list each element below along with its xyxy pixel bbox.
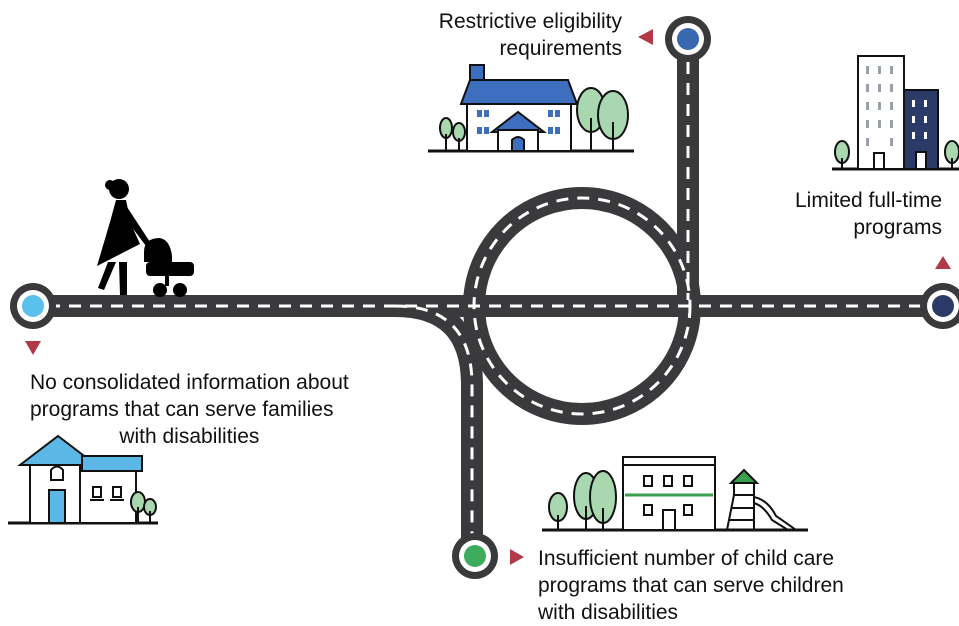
insufficient-label-line: Insufficient number of child care <box>538 547 835 570</box>
road-network <box>19 29 951 566</box>
arrow-right-icon <box>510 549 524 565</box>
information-label-line: programs that can serve families <box>30 398 334 421</box>
full-time-label-line: programs <box>853 216 943 239</box>
full-time-label-line: Limited full-time <box>795 189 943 212</box>
arrow-up-icon <box>935 256 951 269</box>
stop-marker-eligibility <box>665 16 711 62</box>
child-care-center-icon <box>542 456 808 532</box>
woman-with-stroller-icon <box>97 179 194 297</box>
house-icon <box>428 64 634 153</box>
small-house-icon <box>8 434 158 525</box>
eligibility-label-line: requirements <box>499 37 622 60</box>
eligibility-label: Restrictive eligibility requirements <box>439 8 622 62</box>
stop-marker-start <box>10 283 56 329</box>
stop-marker-full-time <box>920 283 959 329</box>
eligibility-label-line: Restrictive eligibility <box>438 10 622 33</box>
insufficient-label-line: with disabilities <box>538 601 679 624</box>
arrow-left-icon <box>638 29 653 45</box>
information-label: No consolidated information about progra… <box>30 369 349 450</box>
arrow-down-icon <box>25 341 41 355</box>
insufficient-label: Insufficient number of child care progra… <box>538 545 844 626</box>
information-label-line: No consolidated information about <box>30 371 349 394</box>
information-label-line: with disabilities <box>119 425 260 448</box>
insufficient-label-line: programs that can serve children <box>538 574 844 597</box>
full-time-label: Limited full-time programs <box>795 187 942 241</box>
apartment-buildings-icon <box>832 55 959 171</box>
stop-marker-insufficient <box>452 533 498 579</box>
